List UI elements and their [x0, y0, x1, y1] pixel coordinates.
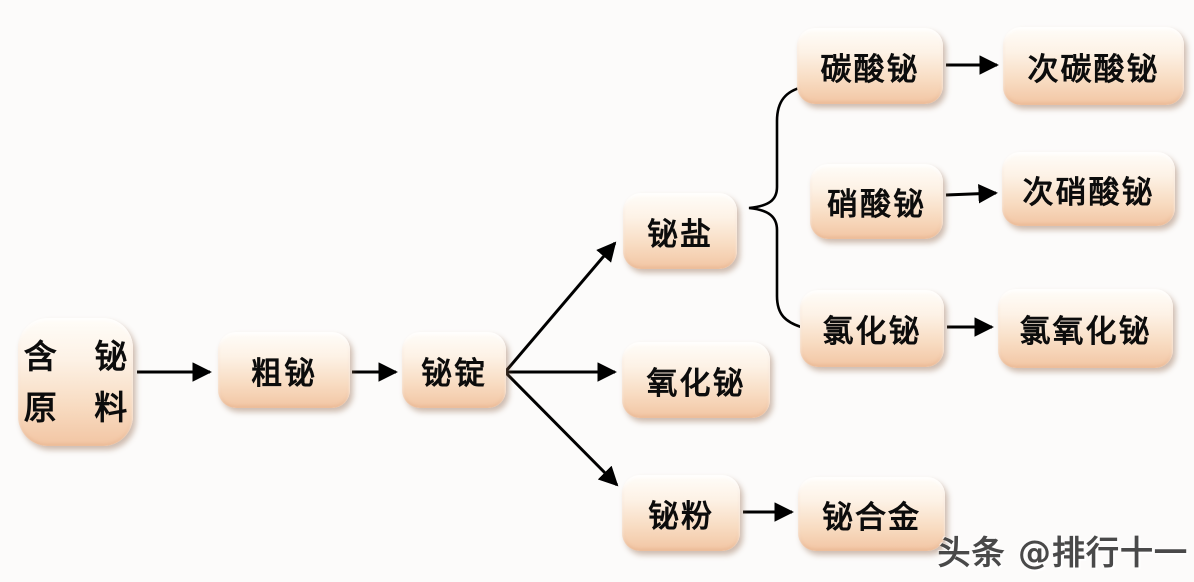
- node-bismuth-subcarbonate: 次碳酸铋: [1003, 27, 1184, 105]
- node-label: 碳酸铋: [820, 51, 920, 88]
- node-label-line2: 原 料: [23, 388, 128, 427]
- node-label: 铋合金: [822, 499, 921, 536]
- node-label: 氯化铋: [822, 314, 922, 350]
- node-bismuth-nitrate: 硝酸铋: [810, 164, 943, 239]
- arrow-ingot-to-powder: [504, 371, 619, 487]
- node-bismuth-carbonate: 碳酸铋: [797, 28, 943, 104]
- node-raw-material: 含 铋 原 料: [18, 318, 133, 446]
- node-label: 硝酸铋: [827, 187, 926, 223]
- node-bismuth-powder: 铋粉: [622, 475, 740, 551]
- arrow-nitrate-to-subnitrate: [945, 183, 998, 204]
- watermark: 头条 @排行十一: [937, 533, 1188, 572]
- node-label-line1: 含 铋: [23, 336, 128, 376]
- node-bismuth-alloy: 铋合金: [798, 477, 945, 551]
- node-bismuth-oxychloride: 氯氧化铋: [998, 289, 1173, 368]
- node-bismuth-subnitrate: 次硝酸铋: [1002, 152, 1175, 226]
- node-label: 铋粉: [648, 498, 714, 535]
- node-label: 次碳酸铋: [1027, 51, 1160, 88]
- node-label: 氧化铋: [646, 365, 746, 402]
- node-label: 粗铋: [251, 355, 317, 392]
- brace-salt-branches: [748, 85, 805, 329]
- node-bismuth-salt: 铋盐: [623, 193, 737, 269]
- node-label: 次硝酸铋: [1022, 174, 1155, 211]
- arrow-ingot-to-salt: [504, 241, 617, 372]
- node-bismuth-ingot: 铋锭: [402, 332, 506, 408]
- node-label: 铋锭: [421, 355, 487, 392]
- node-label: 氯氧化铋: [1019, 314, 1152, 350]
- node-label: 含 铋 原 料: [24, 331, 128, 433]
- node-crude-bismuth: 粗铋: [218, 332, 350, 408]
- node-bismuth-chloride: 氯化铋: [800, 290, 944, 367]
- node-bismuth-oxide: 氧化铋: [622, 342, 770, 418]
- node-label: 铋盐: [647, 216, 713, 253]
